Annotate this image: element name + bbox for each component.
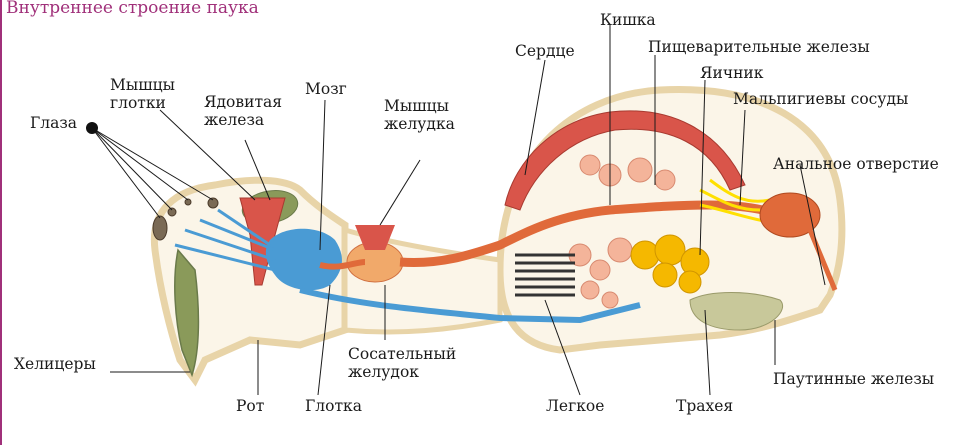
label-mouth: Рот (236, 397, 264, 415)
label-anus: Анальное отверстие (773, 155, 939, 173)
label-spinning-glands: Паутинные железы (773, 370, 934, 388)
label-ovary: Яичник (700, 64, 763, 82)
label-venom-gland: Ядовитая железа (204, 93, 282, 129)
label-intestine: Кишка (600, 11, 656, 29)
label-sucking-stomach: Сосательный желудок (348, 345, 456, 381)
label-pharynx: Глотка (305, 397, 362, 415)
label-pharynx-muscles: Мышцы глотки (110, 76, 175, 112)
label-heart: Сердце (515, 42, 575, 60)
label-digestive-glands: Пищеварительные железы (648, 38, 870, 56)
eye-1 (153, 216, 167, 240)
label-lung: Легкое (546, 397, 604, 415)
eyes-pointer-dot (86, 122, 98, 134)
label-stomach-muscles: Мышцы желудка (384, 97, 455, 133)
eye-2 (168, 208, 176, 216)
label-chelicerae: Хелицеры (14, 355, 96, 373)
label-malpighian-vessels: Мальпигиевы сосуды (733, 90, 908, 108)
label-trachea: Трахея (676, 397, 733, 415)
label-brain: Мозг (305, 80, 347, 98)
label-eyes: Глаза (30, 114, 77, 132)
